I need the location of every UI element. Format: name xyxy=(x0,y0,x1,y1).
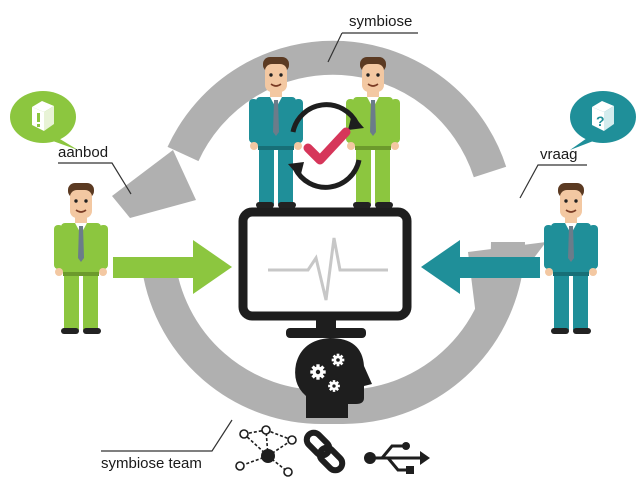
aanbod-arrow xyxy=(113,240,232,294)
svg-text:?: ? xyxy=(596,113,605,129)
head-gears-icon xyxy=(295,338,372,418)
usb-icon xyxy=(364,442,430,474)
leader-lines xyxy=(58,32,587,452)
checkmark-icon xyxy=(288,102,364,190)
chain-link-icon xyxy=(303,429,346,474)
symbiose-team-label: symbiose team xyxy=(101,455,202,472)
network-icon xyxy=(235,425,297,477)
package-alert-icon xyxy=(10,91,78,150)
monitor xyxy=(238,207,412,338)
cycle-arrowhead-left xyxy=(112,150,196,218)
symbiose-label: symbiose xyxy=(349,13,413,30)
vraag-label: vraag xyxy=(540,146,578,163)
vraag-person xyxy=(543,182,599,335)
package-question-icon: ? xyxy=(570,91,636,150)
aanbod-person xyxy=(53,182,109,335)
aanbod-label: aanbod xyxy=(58,144,109,161)
vraag-arrow xyxy=(421,240,540,294)
